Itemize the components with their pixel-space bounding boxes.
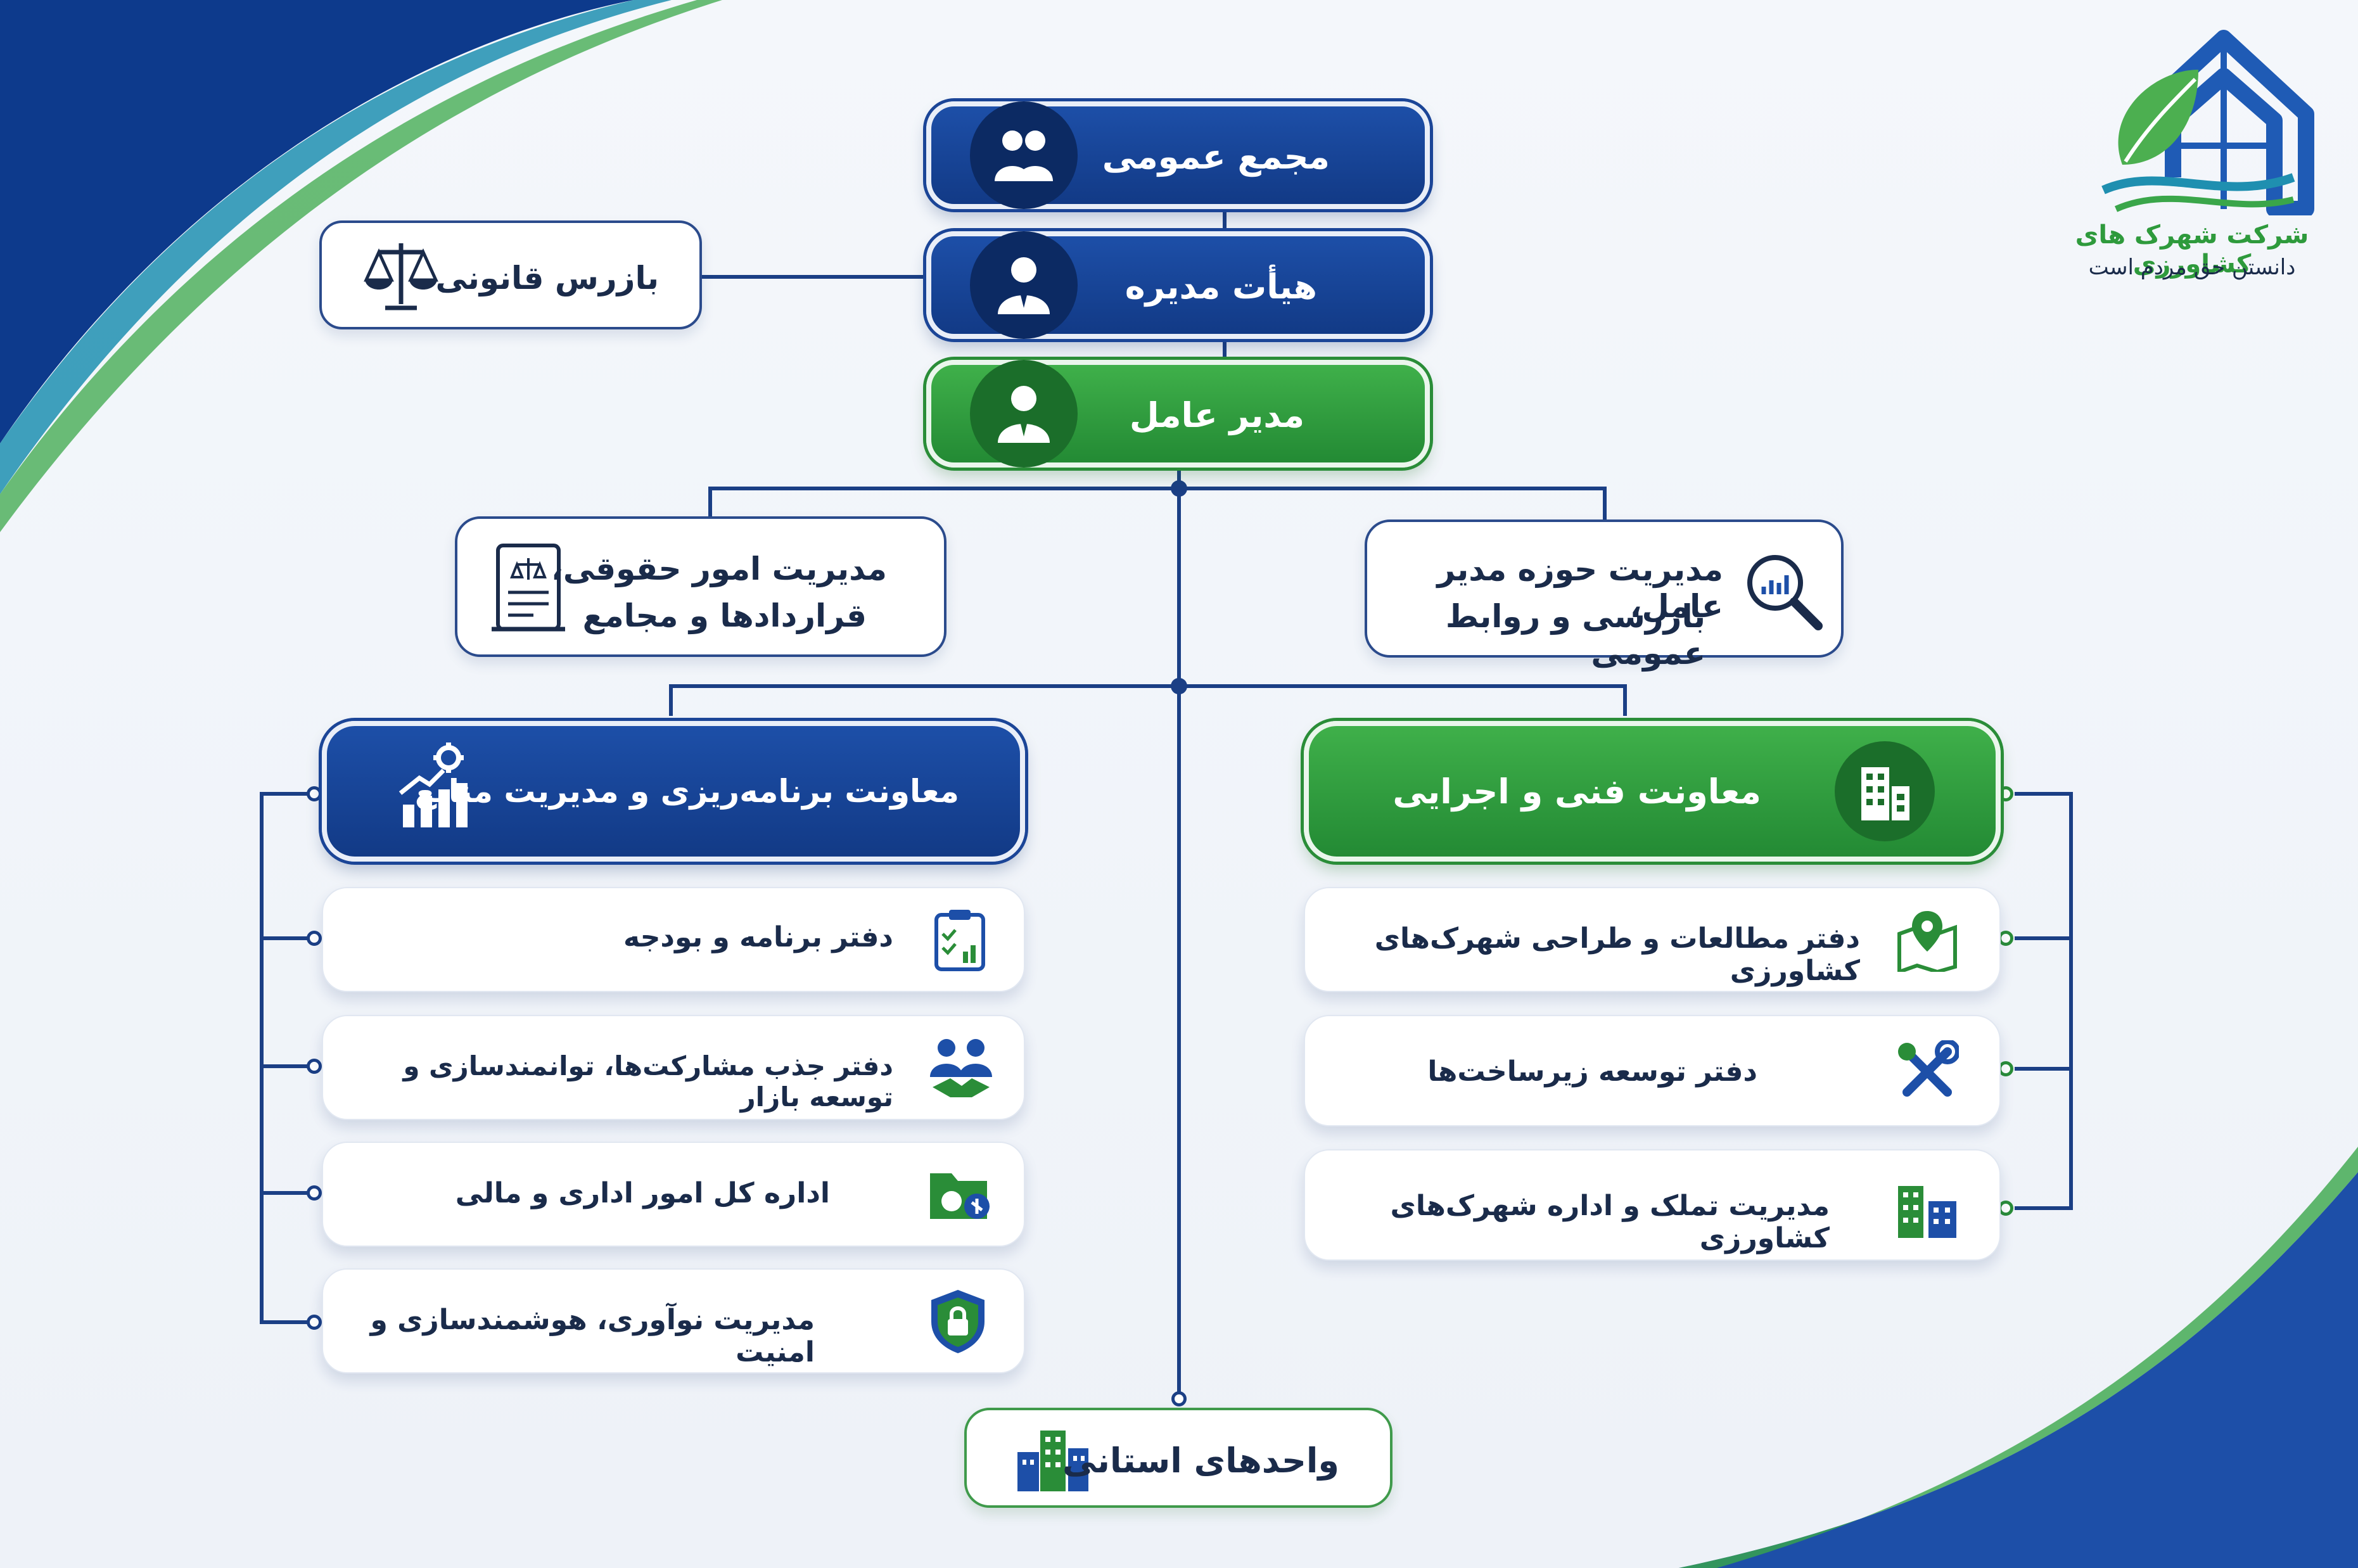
connector-inspector bbox=[702, 275, 930, 279]
connector-deputy-h bbox=[669, 684, 1627, 688]
technical-item[interactable]: مدیریت تملک و اداره شهرک‌های کشاورزی bbox=[1304, 1149, 2001, 1261]
technical-item-label: دفتر مطالعات و طراحی شهرک‌های کشاورزی bbox=[1374, 922, 1860, 987]
technical-item[interactable]: دفتر توسعه زیرساخت‌ها bbox=[1304, 1015, 2001, 1126]
legal-affairs-line2: قراردادها و مجامع bbox=[582, 597, 867, 634]
connector-board-ceo bbox=[1223, 336, 1227, 361]
office-buildings-icon bbox=[1017, 1431, 1088, 1491]
node-dot bbox=[1998, 931, 2013, 946]
node-dot bbox=[1998, 1201, 2013, 1216]
legal-affairs-line1: مدیریت امور حقوقی، bbox=[551, 551, 887, 587]
planning-deputy-label: معاونت برنامه‌ریزی و مدیریت منابع bbox=[414, 773, 959, 810]
planning-item[interactable]: دفتر برنامه و بودجه bbox=[322, 887, 1025, 992]
connector-main-trunk bbox=[1177, 466, 1181, 1400]
node-legal-affairs[interactable]: مدیریت امور حقوقی، قراردادها و مجامع bbox=[455, 516, 946, 657]
node-board[interactable]: هیأت مدیره bbox=[926, 231, 1430, 339]
connector-deputy-right-v bbox=[1623, 684, 1627, 716]
building-icon bbox=[1835, 741, 1935, 841]
node-dot bbox=[307, 1315, 322, 1330]
connector-technical-stub-1 bbox=[2015, 936, 2073, 940]
growth-chart-gear-icon bbox=[398, 743, 468, 827]
executive-icon bbox=[970, 231, 1078, 339]
node-technical-deputy[interactable]: معاونت فنی و اجرایی bbox=[1304, 721, 2001, 862]
connector-planning-stub-3 bbox=[260, 1191, 317, 1195]
connector-staff-h bbox=[708, 487, 1607, 490]
technical-item-label: مدیریت تملک و اداره شهرک‌های کشاورزی bbox=[1390, 1190, 1830, 1254]
node-dot bbox=[307, 786, 322, 801]
node-legal-inspector[interactable]: بازرس قانونی bbox=[319, 220, 702, 329]
technical-item[interactable]: دفتر مطالعات و طراحی شهرک‌های کشاورزی bbox=[1304, 887, 2001, 992]
node-dot bbox=[307, 931, 322, 946]
provincial-label: واحدهای استانی bbox=[1062, 1441, 1339, 1481]
planning-item[interactable]: مدیریت نوآوری، هوشمندسازی و امنیت bbox=[322, 1268, 1025, 1374]
node-general-assembly[interactable]: مجمع عمومی bbox=[926, 101, 1430, 209]
connector-planning-stub-2 bbox=[260, 1064, 317, 1068]
manager-icon bbox=[970, 360, 1078, 468]
background-swoosh-bottom bbox=[1679, 1147, 2358, 1568]
connector-deputy-left-v bbox=[669, 684, 673, 716]
shield-lock-icon bbox=[931, 1290, 985, 1353]
company-logo: شرکت شهرک های کشاورزی دانستن حق مردم است bbox=[2046, 19, 2338, 298]
map-pin-icon bbox=[1897, 911, 1957, 972]
ceo-office-line1: مدیریت حوزه مدیر عامل، bbox=[1437, 551, 1723, 625]
magnifier-chart-icon bbox=[1747, 555, 1823, 630]
connector-planning-bracket bbox=[260, 792, 264, 1324]
connector-planning-stub-4 bbox=[260, 1320, 317, 1324]
connector-technical-stub-0 bbox=[2015, 792, 2073, 796]
board-label: هیأت مدیره bbox=[1125, 267, 1317, 307]
tools-icon bbox=[1898, 1040, 1959, 1097]
planning-item-label: اداره کل امور اداری و مالی bbox=[455, 1177, 830, 1209]
clipboard-chart-icon bbox=[934, 910, 985, 971]
connector-planning-stub-1 bbox=[260, 936, 317, 940]
planning-item-label: مدیریت نوآوری، هوشمندسازی و امنیت bbox=[370, 1304, 815, 1368]
city-buildings-icon bbox=[1898, 1186, 1956, 1238]
junction-dot-staff bbox=[1171, 480, 1187, 497]
company-name: شرکت شهرک های کشاورزی bbox=[2075, 220, 2309, 279]
people-icon bbox=[970, 101, 1078, 209]
connector-staff-right-v bbox=[1603, 487, 1607, 525]
junction-dot-deputy bbox=[1171, 678, 1187, 694]
connector-technical-stub-3 bbox=[2015, 1206, 2073, 1210]
ceo-label: مدیر عامل bbox=[1129, 395, 1304, 435]
technical-deputy-label: معاونت فنی و اجرایی bbox=[1392, 772, 1761, 812]
planning-item[interactable]: دفتر جذب مشارکت‌ها، توانمندسازی و توسعه … bbox=[322, 1015, 1025, 1120]
junction-dot-provincial bbox=[1171, 1391, 1187, 1406]
planning-item-label: دفتر جذب مشارکت‌ها، توانمندسازی و توسعه … bbox=[403, 1050, 893, 1112]
background-swoosh bbox=[0, 0, 722, 532]
greenhouse-leaf-logo-icon bbox=[2101, 30, 2314, 215]
inspector-label: بازرس قانونی bbox=[435, 260, 659, 296]
node-dot bbox=[307, 1185, 322, 1201]
connector-technical-stub-2 bbox=[2015, 1067, 2073, 1071]
handshake-team-icon bbox=[930, 1039, 992, 1097]
node-dot bbox=[307, 1059, 322, 1074]
connector-staff-left-v bbox=[708, 487, 712, 525]
planning-item[interactable]: اداره کل امور اداری و مالی bbox=[322, 1142, 1025, 1247]
node-planning-deputy[interactable]: معاونت برنامه‌ریزی و مدیریت منابع bbox=[322, 721, 1025, 862]
connector-assembly-board bbox=[1223, 206, 1227, 231]
node-provincial-units[interactable]: واحدهای استانی bbox=[964, 1408, 1392, 1508]
contract-scales-icon bbox=[492, 544, 565, 632]
assembly-label: مجمع عمومی bbox=[1102, 137, 1330, 177]
folder-money-icon bbox=[930, 1173, 990, 1219]
node-ceo-office[interactable]: مدیریت حوزه مدیر عامل، بازرسی و روابط عم… bbox=[1365, 519, 1844, 672]
node-ceo[interactable]: مدیر عامل bbox=[926, 360, 1430, 468]
technical-item-label: دفتر توسعه زیرساخت‌ها bbox=[1427, 1055, 1757, 1088]
company-slogan: دانستن حق مردم است bbox=[2088, 255, 2296, 280]
scales-icon bbox=[364, 243, 438, 310]
connector-technical-bracket bbox=[2069, 792, 2073, 1210]
ceo-office-line2: بازرسی و روابط عمومی bbox=[1445, 598, 1705, 672]
planning-item-label: دفتر برنامه و بودجه bbox=[623, 921, 893, 953]
connector-planning-stub-0 bbox=[260, 792, 317, 796]
